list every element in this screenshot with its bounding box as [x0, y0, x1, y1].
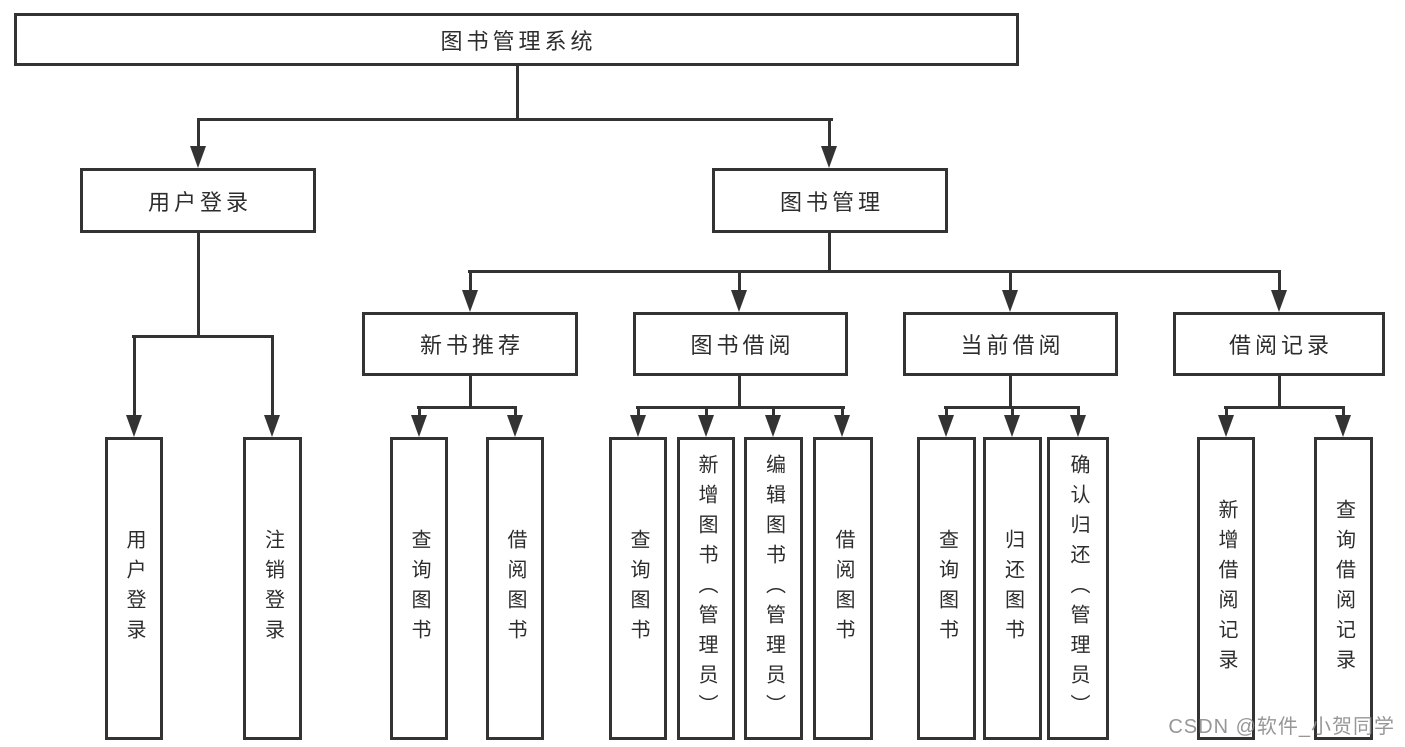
leaf-newbooks-borrow: 借阅图书	[486, 437, 544, 740]
leaf-records-query-label: 查询借阅记录	[1332, 498, 1355, 679]
node-user-login-label: 用户登录	[147, 189, 252, 215]
leaf-borrow-query-label: 查询图书	[627, 528, 649, 649]
connector-line	[271, 335, 274, 415]
leaf-current-query: 查询图书	[917, 437, 976, 740]
connector-line	[636, 406, 845, 409]
connector-line	[1278, 376, 1281, 409]
arrowhead-down	[507, 415, 523, 437]
connector-line	[468, 270, 1281, 273]
connector-line	[133, 335, 136, 415]
node-root-label: 图书管理系统	[440, 28, 597, 54]
arrowhead-down	[834, 415, 850, 437]
connector-line	[738, 270, 741, 290]
connector-line	[197, 233, 200, 338]
arrowhead-down	[1271, 290, 1287, 312]
connector-line	[197, 118, 200, 146]
node-current-borrow: 当前借阅	[903, 312, 1118, 376]
leaf-logout-label: 注销登录	[261, 528, 284, 649]
arrowhead-down	[630, 415, 646, 437]
arrowhead-down	[411, 415, 427, 437]
connector-line	[1009, 376, 1012, 409]
arrowhead-down	[938, 415, 954, 437]
csdn-watermark: CSDN @软件_小贺同学	[1168, 716, 1395, 738]
arrowhead-down	[264, 415, 280, 437]
connector-line	[1009, 270, 1012, 290]
arrowhead-down	[1218, 415, 1234, 437]
connector-line	[1225, 406, 1228, 417]
leaf-user-login-label: 用户登录	[123, 528, 145, 649]
leaf-current-return: 归还图书	[983, 437, 1042, 740]
connector-line	[197, 118, 833, 121]
leaf-records-add: 新增借阅记录	[1197, 437, 1255, 740]
leaf-borrow-query: 查询图书	[609, 437, 667, 740]
leaf-borrow-edit: 编辑图书（管理员）	[744, 437, 803, 740]
node-book-borrow-label: 图书借阅	[690, 333, 795, 358]
arrowhead-down	[698, 415, 714, 437]
connector-line	[469, 270, 472, 290]
leaf-borrow-edit-label: 编辑图书（管理员）	[762, 453, 785, 724]
connector-line	[828, 118, 831, 146]
connector-line	[514, 406, 517, 417]
arrowhead-down	[1002, 290, 1018, 312]
leaf-logout: 注销登录	[243, 437, 302, 740]
connector-line	[772, 406, 775, 417]
arrowhead-down	[462, 290, 478, 312]
arrowhead-down	[731, 290, 747, 312]
connector-line	[1224, 406, 1345, 409]
leaf-newbooks-query: 查询图书	[390, 437, 448, 740]
connector-line	[1077, 406, 1080, 417]
leaf-current-return-label: 归还图书	[1001, 528, 1024, 649]
node-book-management: 图书管理	[712, 168, 948, 233]
arrowhead-down	[1335, 415, 1351, 437]
node-new-books: 新书推荐	[362, 312, 578, 376]
connector-line	[637, 406, 640, 417]
connector-line	[841, 406, 844, 417]
node-current-borrow-label: 当前借阅	[960, 333, 1065, 358]
leaf-records-query: 查询借阅记录	[1314, 437, 1373, 740]
connector-line	[469, 376, 472, 409]
leaf-borrow-add: 新增图书（管理员）	[677, 437, 735, 740]
arrowhead-down	[1004, 415, 1020, 437]
node-root: 图书管理系统	[14, 13, 1019, 66]
connector-line	[1011, 406, 1014, 417]
leaf-newbooks-borrow-label: 借阅图书	[504, 528, 526, 649]
leaf-current-query-label: 查询图书	[935, 528, 958, 649]
node-book-management-label: 图书管理	[779, 189, 884, 215]
node-borrow-records: 借阅记录	[1173, 312, 1385, 376]
arrowhead-down	[126, 415, 142, 437]
connector-line	[1342, 406, 1345, 417]
connector-line	[705, 406, 708, 417]
connector-line	[945, 406, 948, 417]
arrowhead-down	[190, 146, 206, 168]
leaf-borrow-borrow-label: 借阅图书	[832, 528, 854, 649]
connector-line	[418, 406, 421, 417]
node-user-login: 用户登录	[80, 168, 316, 233]
node-new-books-label: 新书推荐	[419, 333, 524, 358]
node-borrow-records-label: 借阅记录	[1228, 333, 1333, 358]
connector-line	[1278, 270, 1281, 290]
leaf-borrow-borrow: 借阅图书	[813, 437, 873, 740]
leaf-borrow-add-label: 新增图书（管理员）	[695, 453, 717, 724]
leaf-current-confirm: 确认归还（管理员）	[1047, 437, 1109, 740]
leaf-newbooks-query-label: 查询图书	[408, 528, 430, 649]
arrowhead-down	[821, 146, 837, 168]
connector-line	[417, 406, 517, 409]
node-book-borrow: 图书借阅	[633, 312, 848, 376]
leaf-user-login: 用户登录	[105, 437, 163, 740]
connector-line	[132, 335, 274, 338]
leaf-current-confirm-label: 确认归还（管理员）	[1067, 453, 1089, 724]
leaf-records-add-label: 新增借阅记录	[1215, 498, 1237, 679]
arrowhead-down	[1070, 415, 1086, 437]
connector-line	[738, 376, 741, 409]
connector-line	[516, 66, 519, 121]
connector-line	[828, 233, 831, 273]
arrowhead-down	[765, 415, 781, 437]
